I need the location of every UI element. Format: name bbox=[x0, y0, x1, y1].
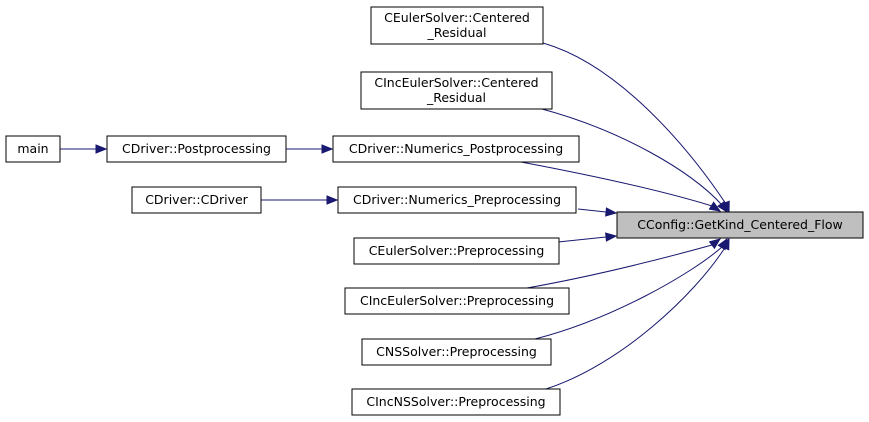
edge-line bbox=[542, 42, 727, 205]
node-box[interactable] bbox=[360, 71, 553, 110]
edge-num_post-to-focus bbox=[520, 161, 722, 212]
node-box[interactable] bbox=[361, 338, 552, 366]
edge-line bbox=[520, 161, 713, 207]
node-label: _Residual bbox=[426, 25, 486, 40]
node-label: _Residual bbox=[426, 90, 486, 105]
node-label: CNSSolver::Preprocessing bbox=[376, 344, 537, 359]
node-label: CConfig::GetKind_Centered_Flow bbox=[637, 217, 843, 232]
node-label: CEulerSolver::Preprocessing bbox=[369, 243, 545, 258]
node-label: CIncNSSolver::Preprocessing bbox=[366, 394, 545, 409]
edges-layer bbox=[60, 42, 730, 390]
edge-inceuler_pre-to-focus bbox=[526, 238, 722, 289]
node-box[interactable] bbox=[5, 135, 61, 163]
edge-line bbox=[545, 245, 727, 390]
node-label: CDriver::CDriver bbox=[145, 192, 248, 207]
node-box[interactable] bbox=[332, 135, 580, 163]
node-box[interactable] bbox=[337, 186, 577, 214]
node-euler-pre[interactable]: CEulerSolver::Preprocessing bbox=[353, 237, 560, 265]
edge-incns_pre-to-focus bbox=[545, 237, 730, 390]
arrowhead-icon bbox=[321, 144, 334, 154]
node-label: CDriver::Postprocessing bbox=[122, 141, 271, 156]
edge-post-to-num_post bbox=[286, 144, 334, 154]
node-num-post[interactable]: CDriver::Numerics_Postprocessing bbox=[332, 135, 580, 163]
node-box[interactable] bbox=[344, 287, 570, 315]
node-post[interactable]: CDriver::Postprocessing bbox=[106, 135, 287, 163]
node-main[interactable]: main bbox=[5, 135, 61, 163]
edge-main-to-post bbox=[60, 144, 108, 154]
arrowhead-icon bbox=[720, 237, 730, 251]
node-label: CIncEulerSolver::Centered bbox=[374, 75, 538, 90]
edge-line bbox=[577, 208, 607, 213]
node-incns-pre[interactable]: CIncNSSolver::Preprocessing bbox=[351, 388, 561, 416]
arrowhead-icon bbox=[708, 238, 722, 250]
node-inceuler-cr[interactable]: CIncEulerSolver::Centered_Residual bbox=[360, 71, 553, 110]
node-focus[interactable]: CConfig::GetKind_Centered_Flow bbox=[616, 211, 864, 239]
node-euler-cr[interactable]: CEulerSolver::Centered_Residual bbox=[370, 6, 544, 45]
node-label: CIncEulerSolver::Preprocessing bbox=[360, 293, 554, 308]
arrowhead-icon bbox=[95, 144, 108, 154]
edge-line bbox=[526, 244, 713, 289]
node-ns-pre[interactable]: CNSSolver::Preprocessing bbox=[361, 338, 552, 366]
node-label: CDriver::Numerics_Preprocessing bbox=[353, 192, 561, 207]
node-box[interactable] bbox=[353, 237, 560, 265]
node-num-pre[interactable]: CDriver::Numerics_Preprocessing bbox=[337, 186, 577, 214]
node-label: CDriver::Numerics_Postprocessing bbox=[349, 141, 563, 156]
arrowhead-icon bbox=[708, 201, 722, 212]
nodes-layer: CConfig::GetKind_Centered_FlowCEulerSolv… bbox=[5, 6, 864, 416]
edge-line bbox=[534, 246, 723, 340]
node-cdriver[interactable]: CDriver::CDriver bbox=[131, 186, 262, 214]
edge-inceuler_cr-to-focus bbox=[541, 108, 728, 214]
edge-cdriver-to-num_pre bbox=[261, 195, 339, 205]
edge-num_pre-to-focus bbox=[577, 207, 618, 217]
edge-line bbox=[541, 108, 723, 206]
edge-euler_pre-to-focus bbox=[557, 232, 618, 243]
node-box[interactable] bbox=[131, 186, 262, 214]
node-inceuler-pre[interactable]: CIncEulerSolver::Preprocessing bbox=[344, 287, 570, 315]
focus-node-box[interactable] bbox=[616, 211, 864, 239]
node-box[interactable] bbox=[106, 135, 287, 163]
node-label: CEulerSolver::Centered bbox=[384, 10, 530, 25]
arrowhead-icon bbox=[605, 207, 618, 217]
node-label: main bbox=[17, 141, 48, 156]
node-box[interactable] bbox=[370, 6, 544, 45]
arrowhead-icon bbox=[326, 195, 339, 205]
arrowhead-icon bbox=[605, 232, 618, 242]
arrowhead-icon bbox=[717, 200, 728, 214]
node-box[interactable] bbox=[351, 388, 561, 416]
edge-line bbox=[557, 236, 607, 243]
